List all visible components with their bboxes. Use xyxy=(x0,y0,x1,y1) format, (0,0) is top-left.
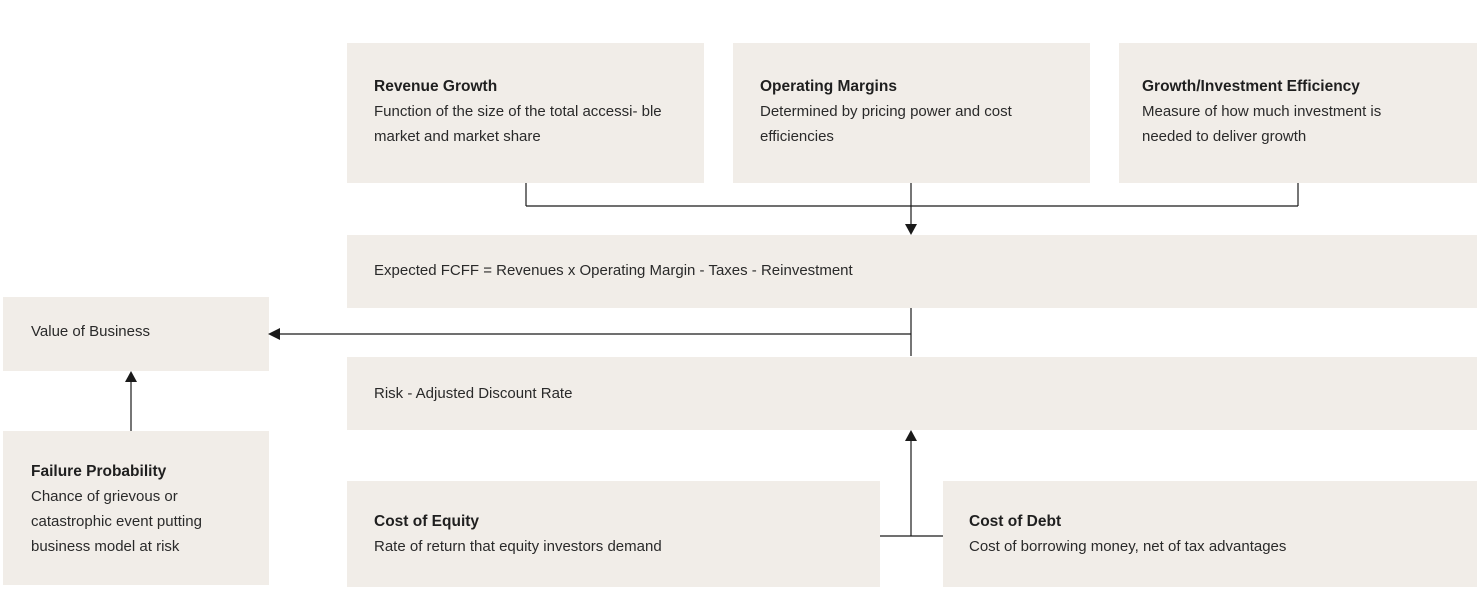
revenue-growth-desc: Function of the size of the total access… xyxy=(374,103,662,145)
cost-of-debt-desc: Cost of borrowing money, net of tax adva… xyxy=(969,538,1287,555)
failure-probability-desc: Chance of grievous or catastrophic event… xyxy=(31,488,202,555)
cost-of-equity-desc: Rate of return that equity investors dem… xyxy=(374,538,662,555)
risk-adjusted-discount-rate-label: Risk - Adjusted Discount Rate xyxy=(374,385,573,402)
cost-of-equity-title: Cost of Equity xyxy=(374,513,480,530)
arrowhead-up-discount-rate xyxy=(905,430,917,441)
growth-investment-efficiency-box: Growth/Investment Efficiency Measure of … xyxy=(1119,43,1477,183)
revenue-growth-box: Revenue Growth Function of the size of t… xyxy=(347,43,704,183)
operating-margins-title: Operating Margins xyxy=(760,78,897,95)
arrowhead-down-fcff xyxy=(905,224,917,235)
operating-margins-desc: Determined by pricing power and cost eff… xyxy=(760,103,1012,145)
value-of-business-label: Value of Business xyxy=(31,323,150,340)
operating-margins-box: Operating Margins Determined by pricing … xyxy=(733,43,1090,183)
growth-investment-efficiency-desc: Measure of how much investment is needed… xyxy=(1142,103,1382,145)
growth-investment-efficiency-title: Growth/Investment Efficiency xyxy=(1142,78,1360,95)
arrowhead-up-value xyxy=(125,371,137,382)
cost-of-debt-box: Cost of Debt Cost of borrowing money, ne… xyxy=(943,481,1477,587)
value-of-business-box: Value of Business xyxy=(3,297,269,371)
failure-probability-box: Failure Probability Chance of grievous o… xyxy=(3,431,269,585)
revenue-growth-title: Revenue Growth xyxy=(374,78,498,95)
cost-of-debt-title: Cost of Debt xyxy=(969,513,1062,530)
failure-probability-title: Failure Probability xyxy=(31,463,167,480)
expected-fcff-label: Expected FCFF = Revenues x Operating Mar… xyxy=(374,262,853,279)
cost-of-equity-box: Cost of Equity Rate of return that equit… xyxy=(347,481,880,587)
expected-fcff-box: Expected FCFF = Revenues x Operating Mar… xyxy=(347,235,1477,308)
arrowhead-left-value xyxy=(268,328,280,340)
risk-adjusted-discount-rate-box: Risk - Adjusted Discount Rate xyxy=(347,357,1477,430)
